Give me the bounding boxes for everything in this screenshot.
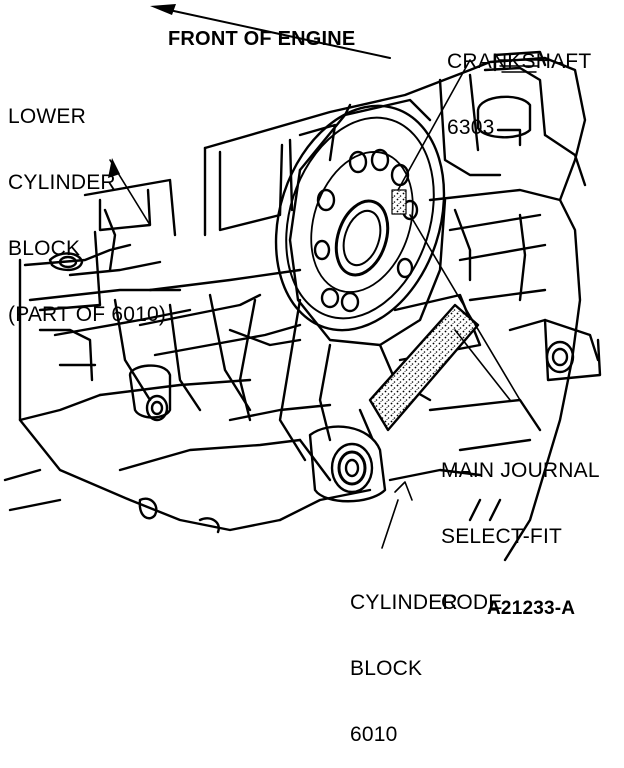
callout-line: CYLINDER [350, 591, 458, 614]
callout-line: SELECT-FIT [441, 525, 563, 548]
leader-lines [108, 59, 521, 549]
callout-line: CYLINDER [8, 171, 116, 194]
callout-line: BLOCK [8, 237, 81, 260]
cylinder-block-callout: CYLINDER BLOCK 6010 [350, 548, 458, 768]
callout-line: (PART OF 6010) [8, 303, 167, 326]
lower-cylinder-block-callout: LOWER CYLINDER BLOCK (PART OF 6010) [8, 62, 166, 348]
callout-line: CRANKSHAFT [447, 50, 592, 73]
engine-block-illustration [3, 4, 602, 562]
block-body [3, 178, 372, 534]
front-of-engine-label: FRONT OF ENGINE [168, 28, 356, 50]
select-fit-code-panel [358, 303, 480, 440]
callout-line: 6010 [350, 723, 398, 746]
crankshaft-flange [274, 98, 447, 347]
callout-line: BLOCK [350, 657, 423, 680]
front-arrow [150, 4, 391, 59]
callout-line: MAIN JOURNAL [441, 459, 600, 482]
crankshaft-callout: CRANKSHAFT 6303 [447, 7, 591, 161]
main-journal-code-callout: MAIN JOURNAL SELECT-FIT CODE [441, 416, 600, 636]
upper-housing [203, 50, 587, 237]
callout-line: LOWER [8, 105, 87, 128]
callout-line: CODE [441, 591, 503, 614]
callout-line: 6303 [447, 116, 495, 139]
figure-code: A21233-A [487, 598, 576, 619]
right-block [388, 188, 602, 562]
